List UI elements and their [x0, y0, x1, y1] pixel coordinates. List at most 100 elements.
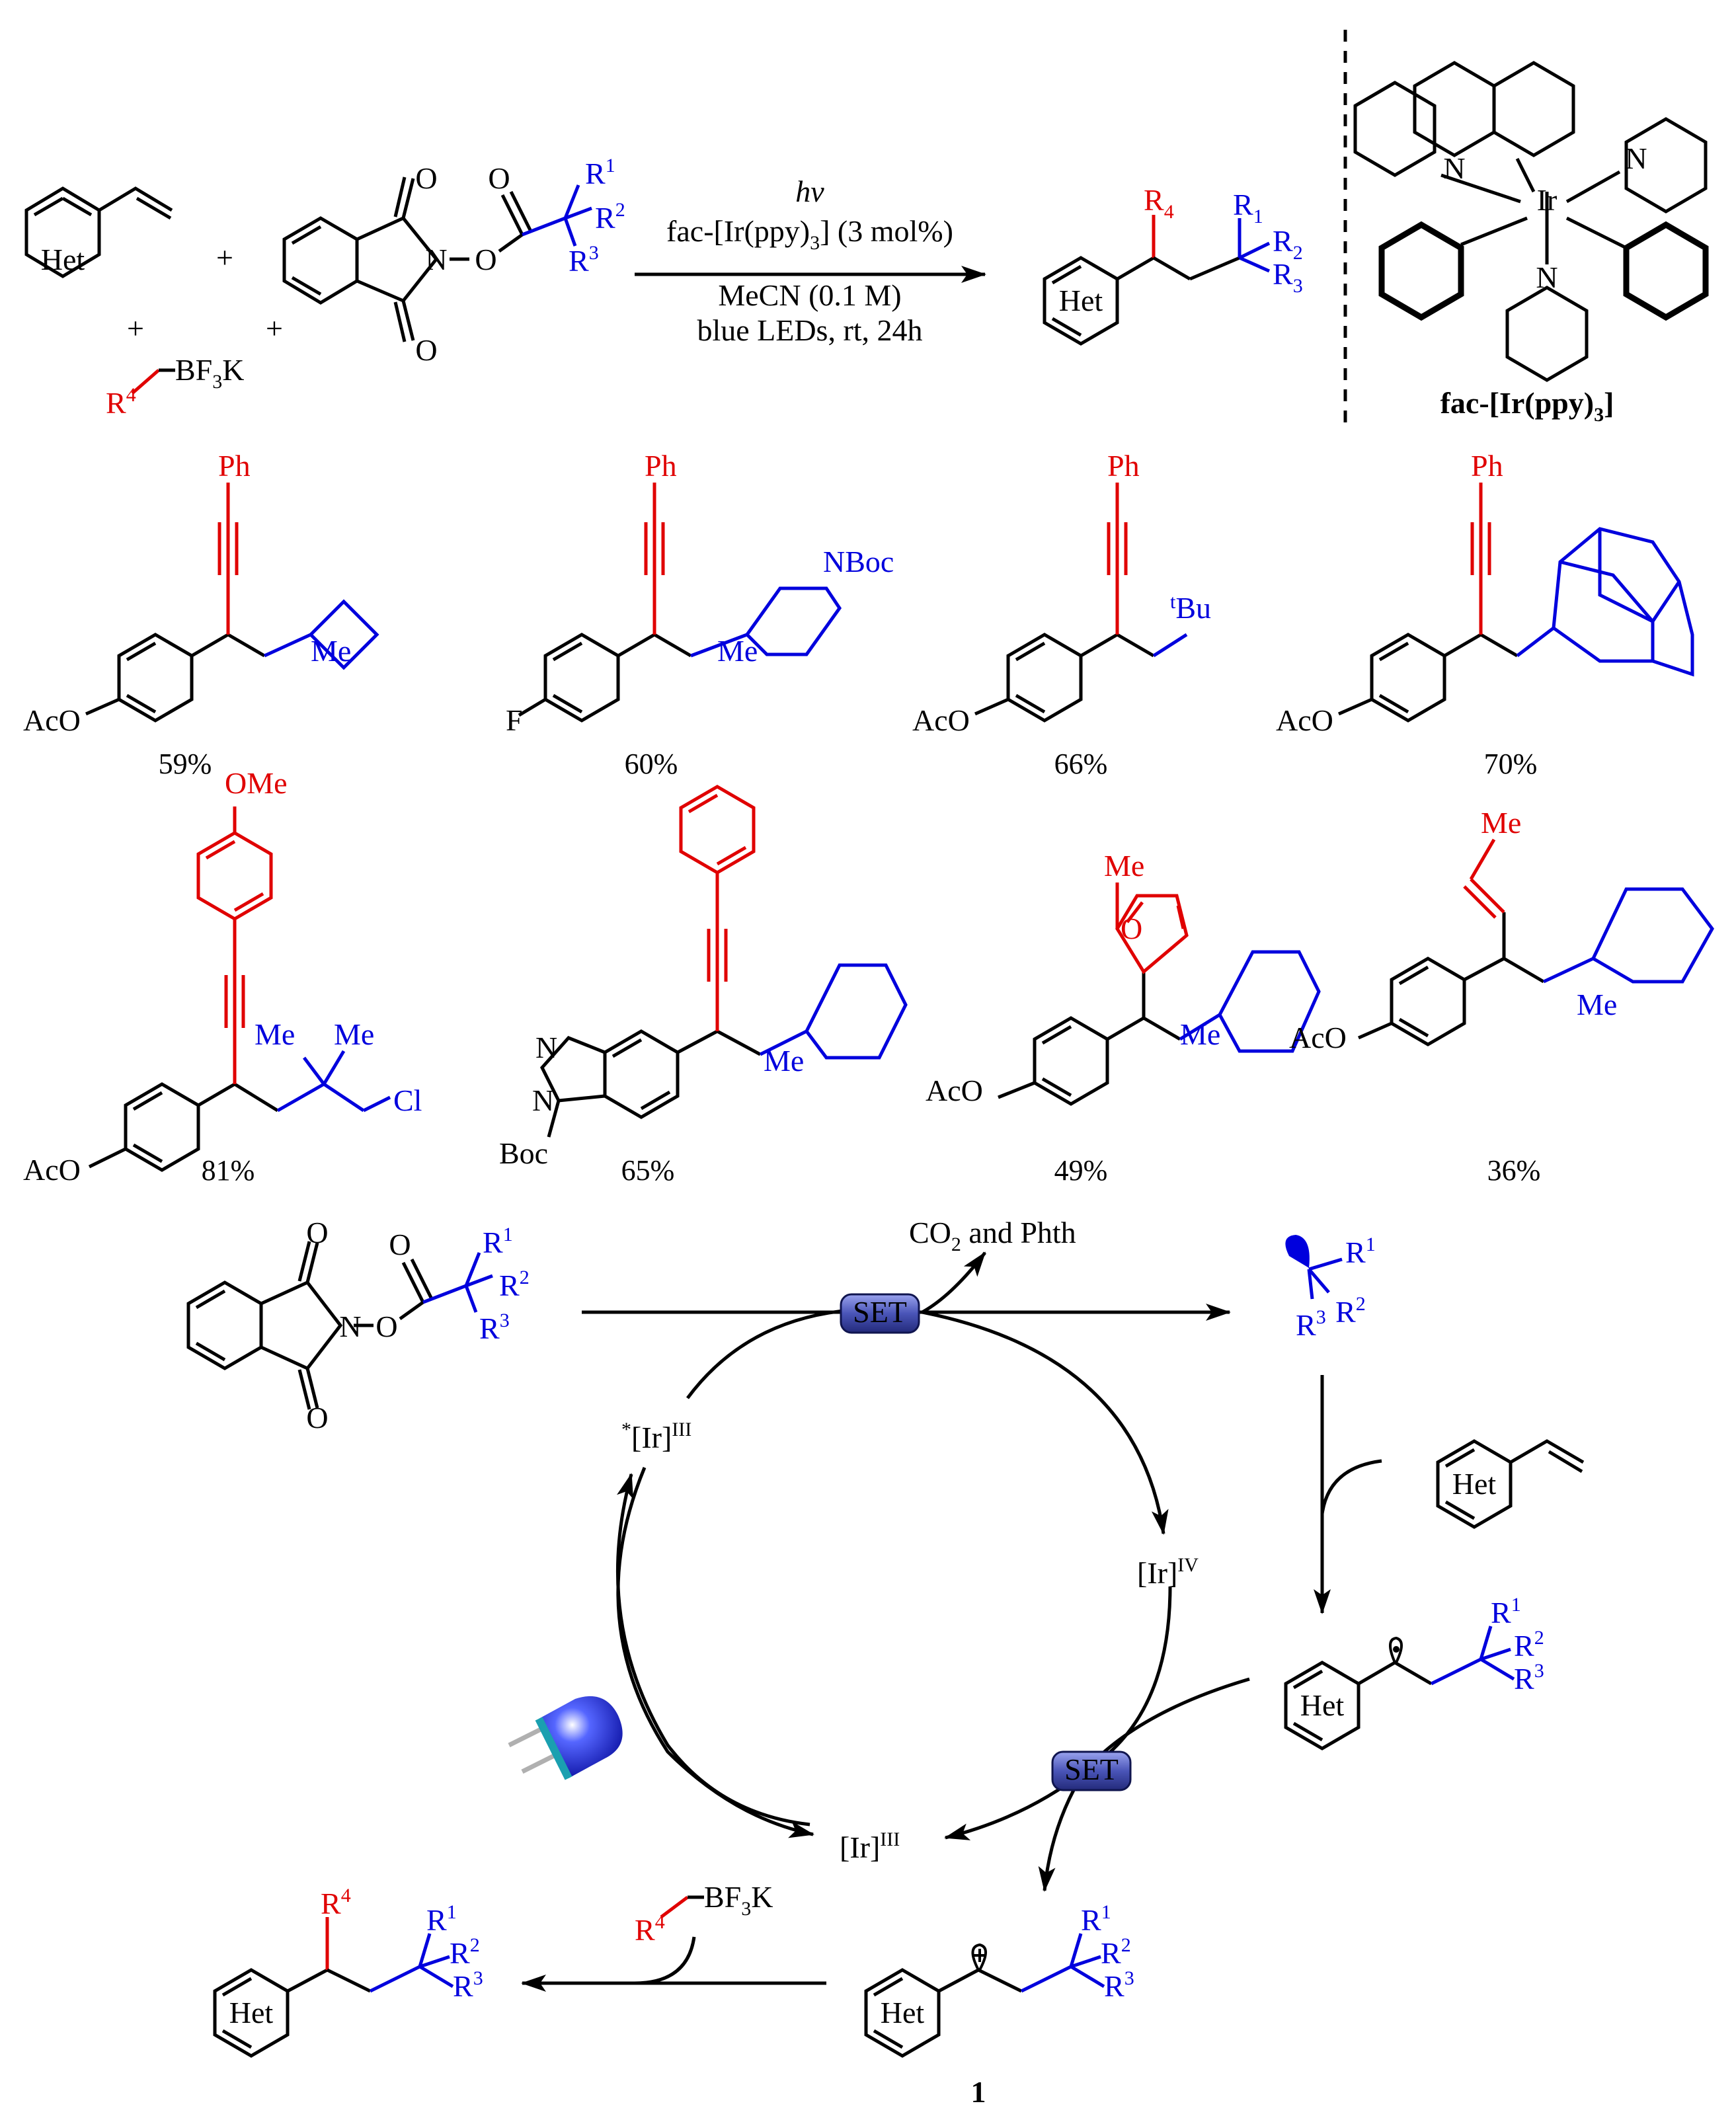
nitrogen-label: N [535, 1031, 557, 1064]
acetoxy-label: AcO [23, 703, 81, 737]
iridium-iv-label: [Ir]IV [1137, 1554, 1199, 1590]
boc-label: Boc [499, 1136, 548, 1170]
bf3k-label: BF3K [704, 1880, 773, 1920]
methyl-label: Me [717, 634, 758, 668]
r2-label: R2 [595, 199, 625, 235]
iridium-label: Ir [1537, 183, 1558, 217]
product-60: Ph F NBoc Me 60% [506, 449, 894, 780]
plus-sign: + [127, 311, 144, 345]
product-66: Ph AcO tBu 66% [912, 449, 1211, 780]
r3-label: R3 [1104, 1967, 1134, 2003]
catalyst-labels: Ir N N N fac-[Ir(ppy)3] [1440, 141, 1647, 426]
r1-label: R1 [483, 1224, 513, 1259]
reaction-labels: Het + + + O O N O O R1 R2 R3 R4 BF3K hv … [41, 155, 1303, 420]
plus-sign: + [266, 311, 283, 345]
condition-catalyst: fac-[Ir(ppy)3] (3 mol%) [666, 214, 953, 254]
product-general [1043, 215, 1271, 346]
r2-label: R2 [1101, 1934, 1131, 1970]
mechanism [186, 1241, 1585, 2058]
yield-label: 70% [1484, 748, 1538, 780]
methyl-label: Me [1481, 806, 1521, 840]
r1-label: R1 [1081, 1901, 1111, 1937]
nitrogen-label: N [532, 1083, 554, 1117]
r4-label: R4 [635, 1911, 665, 1947]
mech-carbocation [864, 1933, 1105, 2058]
oxygen-label: O [375, 1310, 397, 1343]
radical-lobes [971, 1235, 1403, 1971]
r3-label: R3 [1273, 257, 1303, 297]
product-59: Ph AcO Me 59% [23, 449, 379, 780]
r1-label: R1 [1345, 1234, 1376, 1269]
r1-label: R1 [1233, 188, 1263, 227]
yield-label: 49% [1054, 1154, 1108, 1187]
product-65: N N Boc Me 65% [499, 785, 908, 1187]
mechanism-labels: O O N O O R1 R2 R3 CO2 and Phth R1 R3 R2… [229, 1216, 1544, 2109]
bf3k-label: BF3K [175, 353, 245, 393]
oxygen-label: O [488, 161, 510, 195]
oxygen-label: O [475, 243, 496, 276]
iridium-iii-label: [Ir]III [840, 1828, 900, 1864]
fluoro-label: F [506, 703, 523, 737]
phenyl-label: Ph [645, 449, 677, 483]
yield-label: 66% [1054, 748, 1108, 780]
nitrogen-label: N [1625, 141, 1647, 175]
nhpi-ester [282, 177, 592, 342]
byproduct-label: CO2 and Phth [909, 1216, 1076, 1255]
oxygen-label: O [389, 1228, 411, 1261]
r2-label: R2 [499, 1267, 530, 1302]
methoxy-label: OMe [225, 766, 288, 800]
yield-label: 81% [202, 1154, 255, 1187]
het-label: Het [881, 1996, 925, 2029]
oxygen-label: O [306, 1401, 328, 1434]
acetoxy-label: AcO [1289, 1021, 1347, 1054]
condition-light: hv [795, 175, 824, 208]
acetoxy-label: AcO [912, 703, 970, 737]
mech-benzylic-radical [1284, 1626, 1515, 1750]
r4-label: R4 [1144, 183, 1174, 223]
oxygen-label: O [415, 161, 437, 195]
het-label: Het [229, 1996, 274, 2029]
yield-label: 59% [159, 748, 212, 780]
condition-solvent: MeCN (0.1 M) [718, 278, 901, 312]
mech-nhpi-ester [186, 1241, 493, 1410]
catalyst-structure [1353, 61, 1709, 382]
yield-label: 36% [1487, 1154, 1541, 1187]
set-badge-1: SET [840, 1293, 920, 1334]
product-49: Me O AcO Me 49% [926, 849, 1321, 1187]
r3-label: R3 [1296, 1306, 1326, 1342]
acetoxy-label: AcO [23, 1153, 81, 1187]
r1-label: R1 [1491, 1594, 1521, 1629]
r1-label: R1 [426, 1901, 457, 1937]
r3-label: R3 [569, 242, 599, 278]
nitrogen-label: N [1536, 260, 1558, 294]
product-70: Ph AcO 70% [1276, 449, 1694, 780]
het-label: Het [1452, 1467, 1497, 1501]
svg-text:SET: SET [1064, 1752, 1119, 1786]
r2-label: R2 [1273, 224, 1303, 264]
plus-sign: + [216, 241, 233, 274]
nboc-label: NBoc [823, 545, 894, 578]
yield-label: 60% [625, 748, 678, 780]
methyl-label: Me [255, 1017, 295, 1051]
condition-light-temp-time: blue LEDs, rt, 24h [697, 313, 922, 347]
tert-butyl-label: tBu [1170, 591, 1211, 625]
oxygen-label: O [1121, 912, 1142, 945]
phenyl-label: Ph [1471, 449, 1503, 483]
phenyl-label: Ph [218, 449, 251, 483]
r2-label: R2 [1335, 1293, 1366, 1329]
r3-label: R3 [479, 1310, 510, 1345]
het-label: Het [1059, 284, 1103, 317]
nitrogen-label: N [1443, 151, 1465, 185]
catalyst-name: fac-[Ir(ppy)3] [1440, 386, 1614, 426]
methyl-label: Me [1104, 849, 1144, 883]
oxygen-label: O [415, 333, 437, 367]
methyl-label: Me [334, 1017, 374, 1051]
yield-label: 65% [621, 1154, 675, 1187]
nitrogen-label: N [425, 243, 447, 276]
mech-final-product [213, 1917, 454, 2058]
r3-label: R3 [1514, 1660, 1544, 1696]
reaction-equation [24, 177, 1271, 395]
r4-label: R4 [106, 384, 136, 420]
vinyl-heteroarene [24, 186, 173, 278]
